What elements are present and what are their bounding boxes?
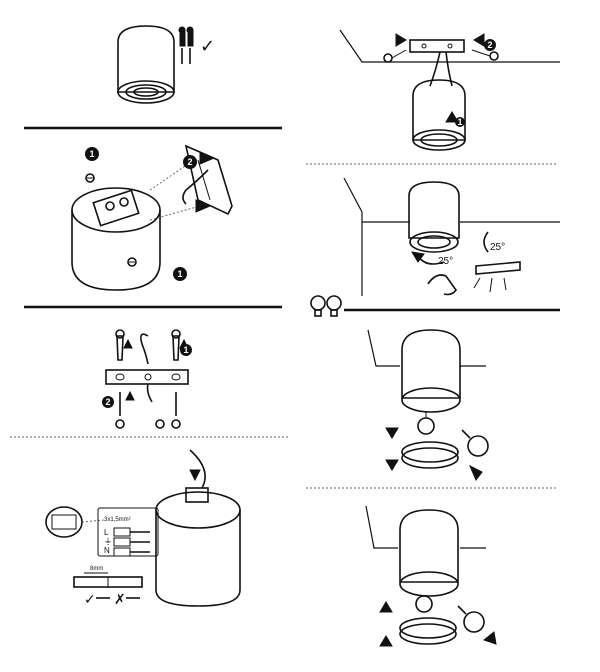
svg-text:1: 1	[457, 117, 462, 127]
svg-text:2: 2	[187, 157, 192, 167]
cylinder-body	[155, 491, 241, 607]
tilt-angle-label: 25°	[438, 256, 453, 267]
screw-icon	[127, 257, 137, 267]
ceiling-line	[367, 329, 486, 367]
bulb-section-header	[310, 295, 560, 317]
badge-step-1: 1	[455, 117, 465, 127]
svg-text:2: 2	[487, 40, 492, 50]
arrow-icon	[395, 33, 407, 47]
ceiling-line	[365, 505, 486, 549]
svg-text:2: 2	[105, 397, 110, 407]
screw-icon	[471, 49, 499, 61]
bulb-icon	[326, 295, 342, 317]
arrow-icon	[482, 631, 497, 645]
tilt-angle-label: 25°	[490, 242, 505, 253]
hand-icon	[427, 274, 457, 296]
bulb-socket	[415, 595, 433, 613]
cable-loop	[140, 333, 153, 403]
wire-spec-label: 3x1,5mm²	[104, 517, 131, 523]
panel-wiring: 3x1,5mm² L ⏚ N 8mm ✓ ✗	[45, 449, 241, 607]
badge-step-2: 2	[183, 155, 197, 169]
svg-text:1: 1	[183, 345, 188, 355]
retaining-ring	[399, 617, 457, 645]
tilted-lamp-icon	[473, 261, 521, 293]
panel-insert-bulb	[365, 505, 497, 647]
cylinder-exploded	[71, 187, 161, 291]
svg-text:1: 1	[177, 269, 182, 279]
bulb-icon	[461, 429, 489, 457]
arrow-icon	[473, 33, 485, 47]
bracket-wire	[182, 169, 209, 205]
terminal-L-label: L	[104, 528, 109, 537]
panel-tilt-adjust: 25° 25°	[343, 177, 560, 296]
arrow-icon	[125, 390, 135, 401]
check-mark: ✓	[200, 36, 215, 56]
arrow-icon	[411, 251, 425, 263]
svg-text:1: 1	[89, 149, 94, 159]
badge-step-1: 1	[85, 147, 99, 161]
panel-mount-bracket: 1 2 1	[71, 144, 233, 291]
terminal-earth-label: ⏚	[104, 537, 112, 546]
ceiling-line	[343, 177, 560, 296]
panel-fixture-overview: ✓	[117, 25, 215, 104]
wall-plug-icon	[115, 329, 125, 361]
arrow-icon	[385, 459, 399, 471]
arrow-icon	[379, 635, 393, 647]
arrow-icon	[199, 151, 216, 165]
badge-step-1: 1	[180, 344, 192, 356]
arrow-icon	[189, 469, 201, 482]
badge-step-1: 1	[173, 267, 187, 281]
arrow-icon	[195, 199, 212, 213]
badge-step-2: 2	[484, 39, 496, 51]
strip-length-label: 8mm	[90, 566, 103, 572]
cylinder-fixture	[408, 181, 460, 253]
cylinder-fixture	[117, 25, 175, 104]
bracket-plate	[105, 369, 189, 385]
check-mark: ✓	[84, 591, 96, 607]
screw-icon	[171, 392, 181, 429]
bulb-icon	[310, 295, 326, 317]
wall-plug-icon	[171, 329, 181, 361]
ceiling-line	[339, 29, 560, 63]
arrow-icon	[123, 338, 133, 349]
magnify-callout	[45, 506, 105, 538]
wiring-legend: 3x1,5mm² L ⏚ N	[97, 507, 159, 557]
terminal-block	[185, 487, 209, 503]
feed-cable	[429, 51, 441, 87]
bulb-socket	[417, 412, 435, 435]
terminal-N-label: N	[104, 546, 110, 555]
badge-step-2: 2	[102, 396, 114, 408]
cylinder-fixture	[401, 329, 461, 413]
cylinder-fixture	[412, 79, 466, 151]
screw-icon	[155, 419, 165, 429]
panel-wall-plugs: 1 2	[102, 329, 192, 429]
feed-cable	[445, 51, 453, 87]
screw-icon	[115, 392, 125, 429]
panel-remove-bulb	[367, 329, 489, 481]
screw-icon	[85, 173, 95, 183]
tilt-arc-icon	[483, 231, 489, 253]
retaining-ring	[401, 441, 459, 469]
feed-cable	[189, 449, 206, 489]
wall-plug-icon	[178, 26, 194, 64]
arrow-icon	[385, 427, 399, 439]
panel-ceiling-mount: 2 1	[339, 29, 560, 151]
screw-icon	[383, 49, 407, 63]
guide-line	[149, 205, 201, 221]
strip-gauge: 8mm	[73, 566, 143, 588]
arrow-icon	[445, 111, 459, 123]
cross-mark: ✗	[114, 591, 126, 607]
ceiling-bracket	[409, 39, 465, 53]
cylinder-fixture	[399, 509, 459, 597]
bulb-icon	[457, 605, 485, 633]
arrow-icon	[379, 601, 393, 613]
arrow-icon	[469, 464, 483, 481]
